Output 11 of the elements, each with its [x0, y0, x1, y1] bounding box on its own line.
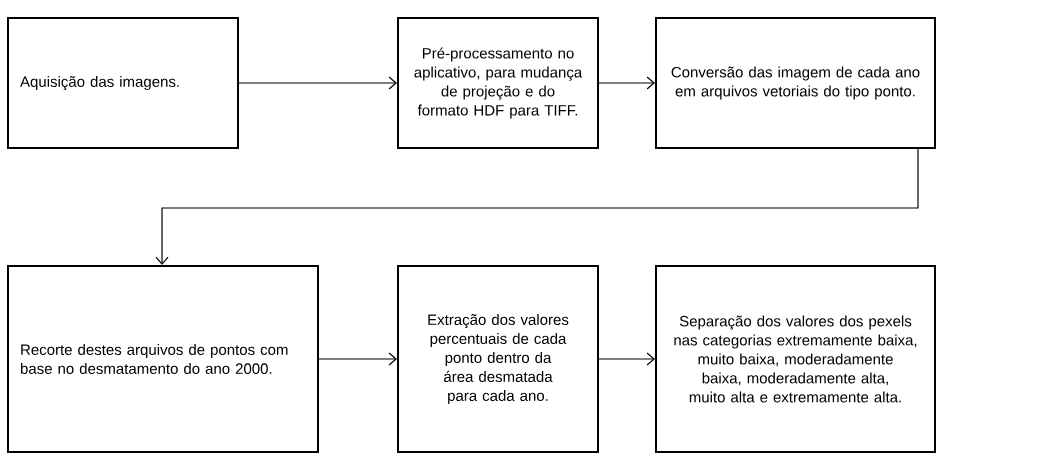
process-box: Extração dos valores percentuais de cada ponto dentro da área desmatada para cada ano. [397, 265, 599, 453]
process-box: Aquisição das imagens. [7, 17, 239, 149]
process-box: Recorte destes arquivos de pontos com base no desmatamento do ano 2000. [7, 265, 319, 453]
process-box: Conversão das imagem de cada ano em arquivos vetoriais do tipo ponto. [655, 17, 936, 149]
arrow [155, 148, 919, 265]
arrow [598, 76, 655, 90]
process-box: Pré-processamento no aplicativo, para mudança de projeção e do formato HDF para TIFF. [397, 17, 599, 149]
process-box: Separação dos valores dos pexels nas categorias extremamente baixa, muito baixa, moderadamente baixa, moderadamente alta, muito alta e extremamente alta. [655, 265, 936, 453]
arrow [598, 352, 655, 366]
arrow [318, 352, 397, 366]
arrow [238, 76, 397, 90]
